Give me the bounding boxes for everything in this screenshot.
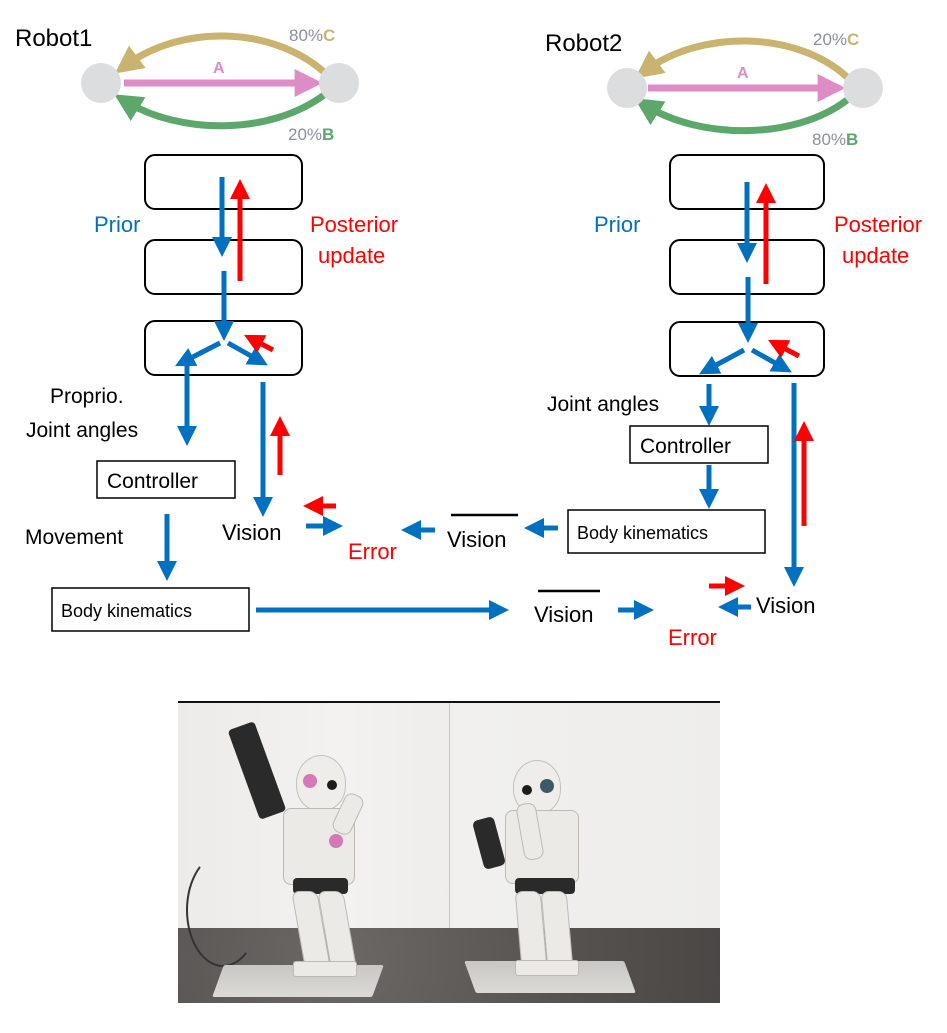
robot1-transition-a-label: A <box>213 60 225 77</box>
robot1-state-node-left <box>81 63 121 103</box>
robot2-state-node-right <box>843 68 883 108</box>
robot1-hierarchy: Prior Posterior update Proprio. Joint an… <box>25 154 435 632</box>
robot2-prior-label: Prior <box>594 212 640 237</box>
robot2-posterior-label-line2: update <box>842 243 909 268</box>
robot1-chest-emblem <box>329 834 343 848</box>
robot1-transition-b-text: 20%B <box>288 125 334 144</box>
robot2-title: Robot2 <box>545 30 622 57</box>
robot1-vision-label: Vision <box>222 520 282 545</box>
robot1-c-label: C <box>323 26 335 45</box>
predicted-vision-upper-label: Vision <box>447 527 507 552</box>
robot1-transition-b-arrow <box>114 92 327 130</box>
robot2-joint-angles-label: Joint angles <box>547 393 659 416</box>
robot1-hip <box>293 878 348 894</box>
photo-wall-right <box>449 703 720 931</box>
robot2-hierarchy: Prior Posterior update Joint angles Cont… <box>524 154 922 650</box>
robot1-feet <box>293 961 357 977</box>
robot1-proprio-label: Proprio. <box>50 385 124 408</box>
robot1-c-percent: 80% <box>289 26 323 45</box>
robot2-c-label: C <box>847 30 859 49</box>
robot2-branch-error-arrow <box>768 339 801 359</box>
robot1-head <box>296 755 346 811</box>
robot1-b-label: B <box>322 125 334 144</box>
robot1-movement-label: Movement <box>25 526 123 549</box>
robot1-body-kinematics-label: Body kinematics <box>61 601 192 621</box>
robot1-error-label: Error <box>348 539 397 564</box>
robot2-branch-right-arrow <box>750 347 792 373</box>
robot2-controller-label: Controller <box>640 435 731 458</box>
robot1-ear <box>303 774 317 788</box>
robot2-eye <box>522 785 532 795</box>
robot1-controller-box <box>96 460 236 499</box>
robot2-feet <box>515 960 579 976</box>
robot2-c-percent: 20% <box>813 30 847 49</box>
robot1-body-kinematics-box <box>51 587 250 632</box>
robot2-transition-graph: Robot2 A 20%C 80%B <box>545 30 883 149</box>
robot2-transition-b-arrow <box>634 97 850 135</box>
robot1-b-percent: 20% <box>288 125 322 144</box>
robot1-transition-c-text: 80%C <box>289 26 335 45</box>
diagram-canvas: Robot1 A 80%C 20%B Robot2 A 20%C 80%B Pr… <box>15 25 922 650</box>
robot2-body-kinematics-box <box>567 509 766 554</box>
robot1-joint-angles-label: Joint angles <box>26 419 138 442</box>
robot1-transition-graph: Robot1 A 80%C 20%B <box>15 25 359 144</box>
robot2-transition-c-text: 20%C <box>813 30 859 49</box>
robot2-posterior-label-line1: Posterior <box>834 212 922 237</box>
robot2-hip <box>515 878 575 894</box>
robot2-state-node-left <box>607 68 647 108</box>
robot1-branch-right-arrow <box>226 340 268 366</box>
robot2-controller-box <box>629 425 769 464</box>
robot2-branch-left-arrow <box>699 347 746 375</box>
robot2-error-label: Error <box>668 625 717 650</box>
robot1-state-node-right <box>319 63 359 103</box>
robot1-controller-label: Controller <box>107 470 198 493</box>
predicted-vision-upper-group: Vision <box>447 513 518 552</box>
robot2-body-kinematics-label: Body kinematics <box>577 523 708 543</box>
robots-photo <box>178 701 720 1003</box>
robot1-eye <box>327 780 337 790</box>
robot2-ear <box>540 779 554 793</box>
predicted-vision-lower-label: Vision <box>534 602 594 627</box>
robot2-b-percent: 80% <box>812 130 846 149</box>
robot1-title: Robot1 <box>15 25 92 52</box>
robot1-branch-left-arrow <box>174 340 222 367</box>
robot1-posterior-label-line2: update <box>318 243 385 268</box>
robot1-transition-c-arrow <box>114 32 327 75</box>
robot1-branch-error-arrow <box>244 334 275 353</box>
robot2-transition-b-text: 80%B <box>812 130 858 149</box>
robot1-figure <box>227 713 398 988</box>
robot2-b-label: B <box>846 130 858 149</box>
robot2-figure <box>470 748 610 988</box>
robot2-transition-c-arrow <box>634 37 850 80</box>
robot2-leg-right <box>540 891 574 968</box>
robot1-prior-label: Prior <box>94 212 140 237</box>
robot2-vision-label: Vision <box>756 593 816 618</box>
robot2-held-object <box>471 816 507 870</box>
robot2-transition-a-label: A <box>737 65 749 82</box>
predicted-vision-lower-group: Vision <box>534 589 600 627</box>
robot1-posterior-label-line1: Posterior <box>310 212 398 237</box>
photo-cable-left <box>186 853 260 967</box>
